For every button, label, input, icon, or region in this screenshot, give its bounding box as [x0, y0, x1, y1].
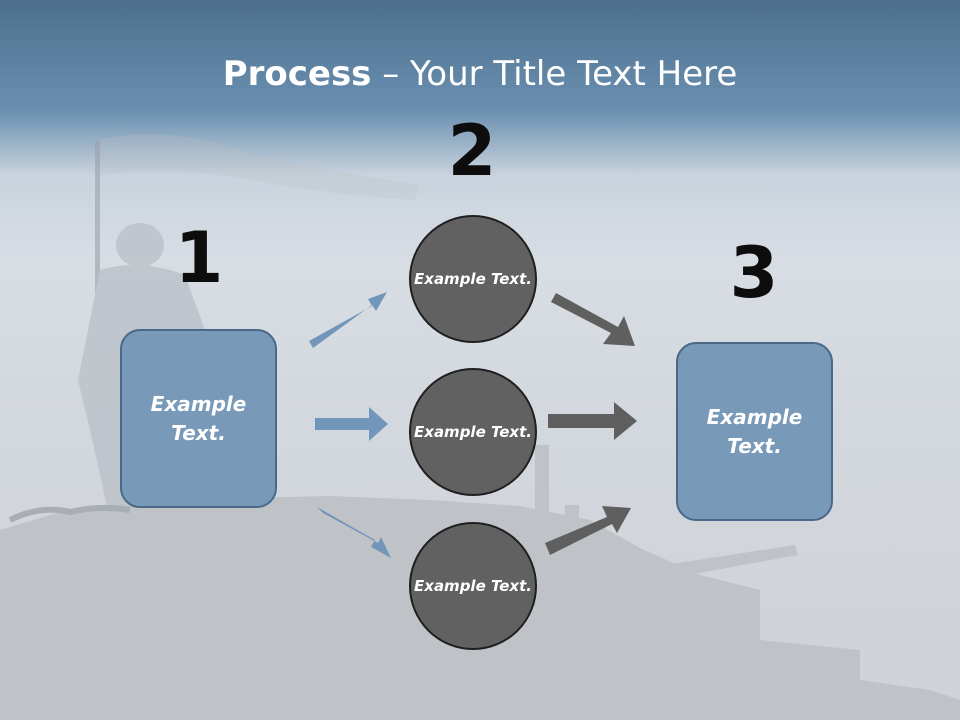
- arrow-right-gray-icon: [548, 402, 637, 440]
- arrow-up-right-blue-icon: [309, 292, 387, 348]
- arrow-down-right-blue-icon: [317, 507, 391, 558]
- step-number-3: 3: [729, 232, 779, 314]
- slide-title: Process – Your Title Text Here: [0, 52, 960, 96]
- arrow-up-right-gray-icon: [545, 506, 631, 555]
- arrow-down-right-gray-icon: [551, 293, 635, 346]
- step-number-1: 1: [174, 217, 224, 299]
- title-bold: Process: [222, 54, 372, 94]
- right-box: Example Text.: [676, 342, 833, 521]
- circle-top: Example Text.: [409, 215, 537, 343]
- circle-middle: Example Text.: [409, 368, 537, 496]
- step-number-2: 2: [447, 110, 497, 192]
- circle-bottom: Example Text.: [409, 522, 537, 650]
- left-box: Example Text.: [120, 329, 277, 508]
- title-rest: – Your Title Text Here: [371, 54, 738, 94]
- arrow-right-blue-icon: [315, 407, 388, 441]
